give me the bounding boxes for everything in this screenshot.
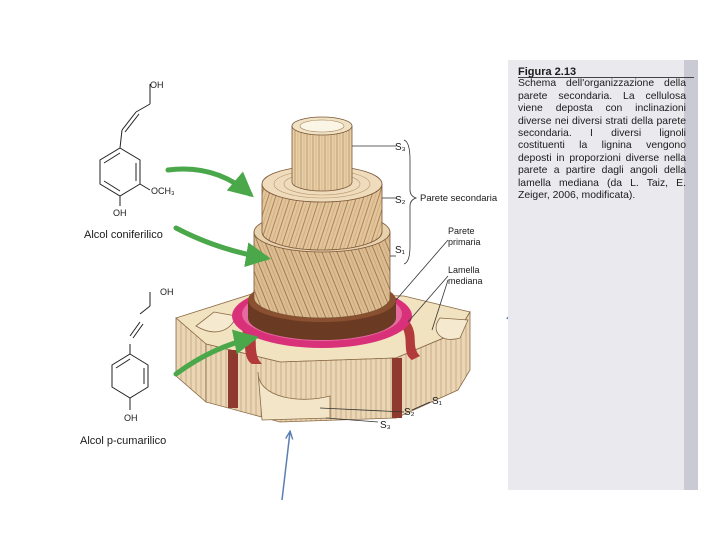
label-s1-upper: S₁ bbox=[395, 245, 406, 256]
coniferyl-oh-bottom: OH bbox=[113, 208, 127, 218]
s3-layer bbox=[291, 125, 353, 192]
coumaryl-oh-bottom: OH bbox=[124, 413, 138, 423]
leader-lines bbox=[319, 139, 449, 423]
neighbor-cell-right bbox=[435, 317, 469, 340]
caption-text: Schema dell'organizzazione della parete … bbox=[518, 78, 686, 202]
coumaryl-alcohol-structure bbox=[111, 292, 151, 410]
page-margin-band bbox=[684, 60, 698, 490]
caption-title: Figura 2.13 bbox=[518, 66, 577, 78]
figure-caption: Figura 2.13 Schema dell'organizzazione d… bbox=[518, 66, 686, 202]
label-s1-lower: S₁ bbox=[432, 396, 443, 407]
caption-rule bbox=[518, 77, 694, 78]
coumaryl-name: Alcol p-cumarilico bbox=[80, 435, 166, 447]
label-lamella-1: Lamella bbox=[448, 265, 480, 275]
lumen bbox=[299, 119, 345, 133]
s2-layer bbox=[261, 183, 383, 251]
label-s3-lower: S₃ bbox=[380, 420, 391, 431]
caption-panel bbox=[508, 60, 696, 490]
arrow-coumaryl-to-lamella bbox=[173, 329, 259, 377]
coniferyl-och3: OCH₃ bbox=[151, 186, 175, 196]
block-front-band bbox=[392, 358, 402, 418]
label-s2-lower: S₂ bbox=[404, 407, 415, 418]
coumaryl-oh-top: OH bbox=[160, 287, 174, 297]
label-s3-upper: S₃ bbox=[395, 142, 406, 153]
coniferyl-oh-top: OH bbox=[150, 80, 164, 90]
label-parete-primaria-1: Parete bbox=[448, 226, 475, 236]
coniferyl-name: Alcol coniferilico bbox=[84, 229, 163, 241]
label-parete-primaria-2: primaria bbox=[448, 237, 481, 247]
s1-layer bbox=[253, 231, 391, 319]
coniferyl-alcohol-structure bbox=[99, 84, 151, 206]
block-lamella-band-right bbox=[398, 320, 420, 360]
blue-pointer-bottom bbox=[281, 432, 290, 501]
green-arrows bbox=[165, 166, 271, 377]
label-lamella-2: mediana bbox=[448, 276, 483, 286]
arrow-coniferyl-to-s2 bbox=[165, 166, 254, 198]
block-front-band-left bbox=[228, 350, 238, 408]
label-parete-secondaria: Parete secondaria bbox=[420, 193, 498, 204]
label-s2-upper: S₂ bbox=[395, 195, 406, 206]
arrow-coniferyl-to-s1 bbox=[173, 225, 271, 268]
